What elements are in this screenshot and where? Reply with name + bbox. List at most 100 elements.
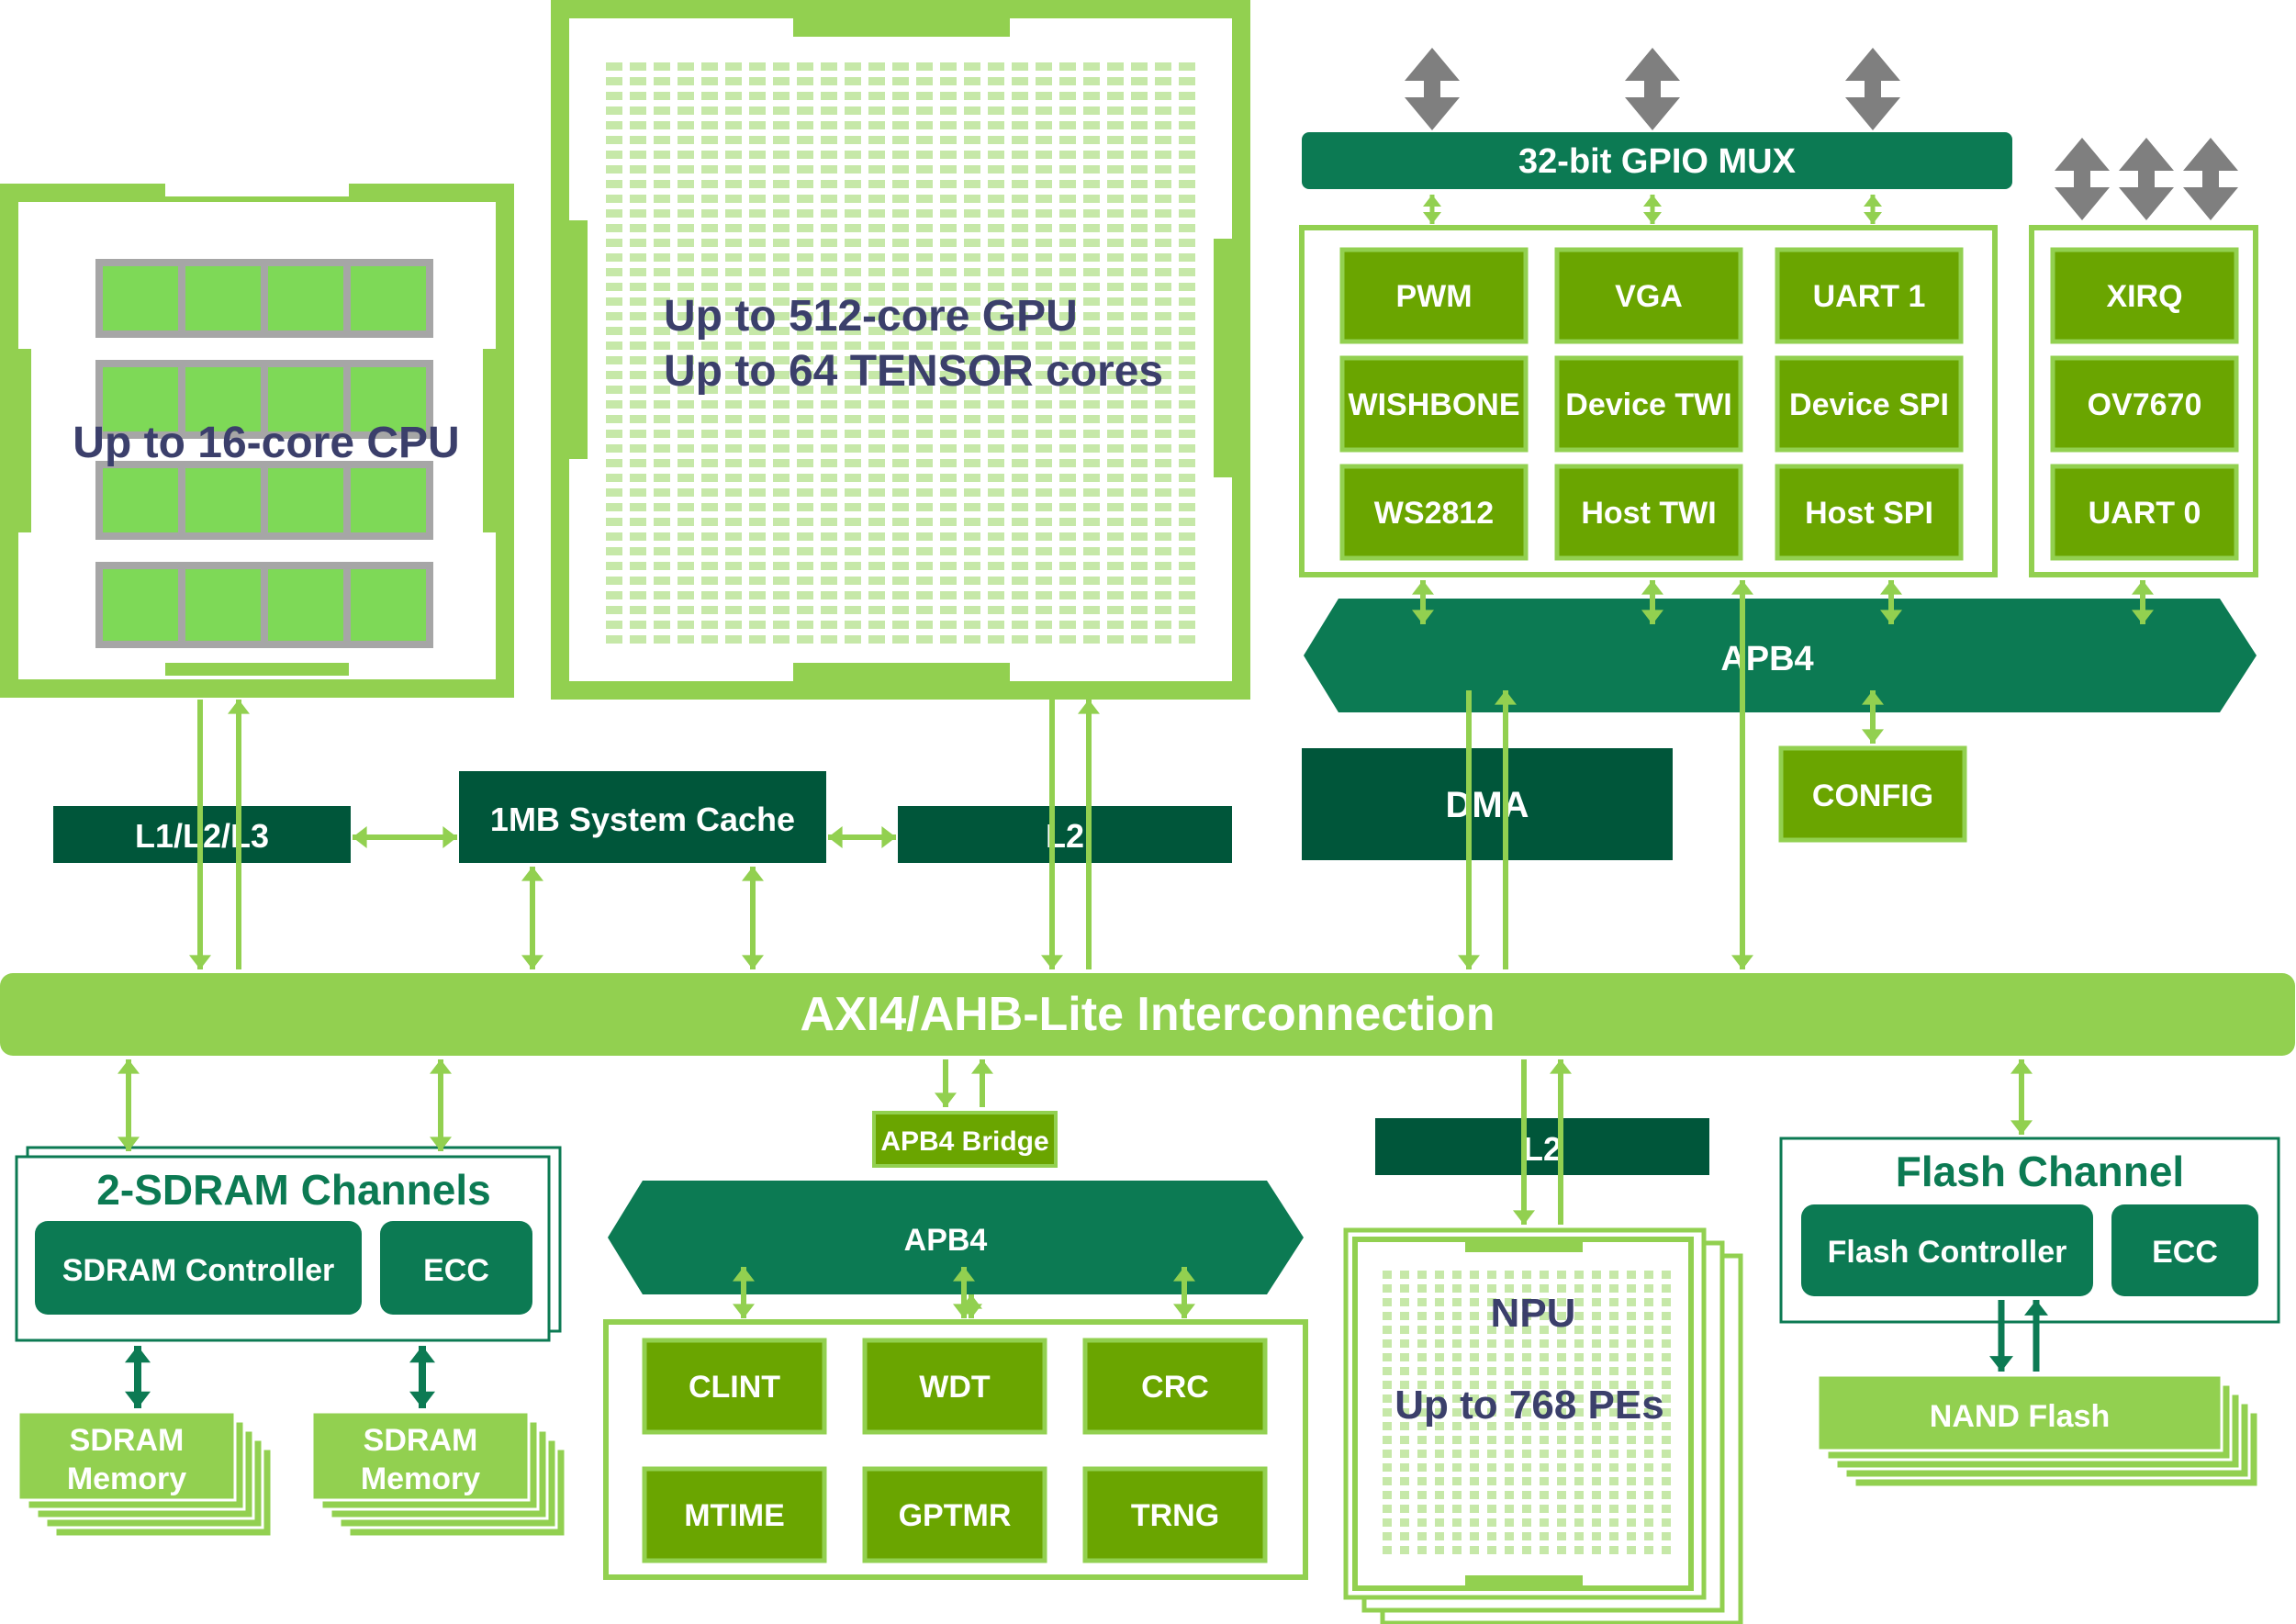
gpu-core: [773, 386, 790, 394]
gpu-core: [988, 474, 1004, 482]
gpu-core: [606, 62, 622, 71]
gpu-core: [1155, 621, 1171, 629]
gpu-core: [1131, 562, 1148, 570]
gpu-core: [940, 342, 957, 350]
npu-pe: [1557, 1298, 1566, 1306]
npu-pe: [1627, 1422, 1636, 1430]
npu-pe: [1435, 1436, 1444, 1444]
gpu-core: [678, 165, 694, 174]
gpu-core: [1131, 606, 1148, 614]
gpu-core: [725, 430, 742, 438]
gpu-core: [678, 239, 694, 247]
gpu-core: [630, 180, 646, 188]
peripheral-box: [1554, 355, 1743, 453]
peripheral-label: CLINT: [689, 1370, 780, 1405]
gpu-core: [1131, 342, 1148, 350]
npu-pe: [1609, 1312, 1618, 1320]
gpu-core: [1083, 92, 1100, 100]
gpu-core: [654, 356, 670, 364]
npu-pe: [1487, 1353, 1496, 1361]
flash-controller: [1801, 1204, 2093, 1296]
npu-pe: [1452, 1367, 1462, 1375]
gpu-core: [1179, 474, 1195, 482]
gpu-core: [916, 356, 933, 364]
npu-pe: [1592, 1477, 1601, 1485]
gpu-core: [1012, 591, 1028, 599]
npu-pe: [1609, 1518, 1618, 1527]
gpu-core: [916, 327, 933, 335]
gpu-core: [892, 327, 909, 335]
npu-pe: [1627, 1518, 1636, 1527]
gpu-core: [1131, 136, 1148, 144]
gpu-core: [773, 415, 790, 423]
gpu-core: [701, 165, 718, 174]
npu-pe: [1557, 1284, 1566, 1293]
npu-pe: [1417, 1491, 1427, 1499]
npu-pe: [1487, 1518, 1496, 1527]
gpu-core: [821, 151, 837, 159]
gpu-core: [1155, 136, 1171, 144]
gpu-core: [892, 268, 909, 276]
npu-pe: [1505, 1477, 1514, 1485]
gpu-core: [630, 253, 646, 262]
npu-pe: [1592, 1518, 1601, 1527]
gpu-core: [773, 430, 790, 438]
npu-pe: [1470, 1284, 1479, 1293]
npu-pe: [1452, 1463, 1462, 1472]
gpu-core: [940, 180, 957, 188]
gpu-core: [725, 547, 742, 555]
npu-pe: [1435, 1491, 1444, 1499]
gpu-core: [678, 503, 694, 511]
npu-pe: [1609, 1326, 1618, 1334]
gpu-core: [868, 400, 885, 409]
gpu-core: [916, 430, 933, 438]
gpu-core: [701, 591, 718, 599]
npu-pe: [1609, 1367, 1618, 1375]
gpu-core: [1083, 621, 1100, 629]
gpu-core: [1179, 386, 1195, 394]
gpu-core: [1155, 518, 1171, 526]
gpu-core: [1012, 165, 1028, 174]
gpu-block: Up to 512-core GPU Up to 64 TENSOR cores: [551, 0, 1250, 700]
gpu-core: [773, 297, 790, 306]
gpu-core: [1036, 136, 1052, 144]
gpu-core: [630, 106, 646, 115]
npu-pe: [1557, 1463, 1566, 1472]
gpu-core: [916, 518, 933, 526]
arrow-head: [1550, 1059, 1572, 1074]
gpu-core: [1036, 165, 1052, 174]
gpu-core: [1059, 268, 1076, 276]
gpu-core: [940, 547, 957, 555]
gpu-core: [1083, 224, 1100, 232]
npu-pe: [1452, 1339, 1462, 1348]
gpu-core: [701, 371, 718, 379]
gpu-core: [868, 195, 885, 203]
gpu-core: [1083, 342, 1100, 350]
gpu-core: [940, 386, 957, 394]
gpu-core: [988, 386, 1004, 394]
gpu-core: [821, 180, 837, 188]
gpu-core: [1036, 106, 1052, 115]
gpu-core: [773, 518, 790, 526]
npu-pe: [1487, 1505, 1496, 1513]
gpu-core: [940, 430, 957, 438]
cpu-core: [268, 468, 343, 532]
gpu-core: [821, 297, 837, 306]
npu-pe: [1383, 1532, 1392, 1540]
gpu-core: [892, 209, 909, 218]
gpu-core: [821, 327, 837, 335]
npu-pe: [1644, 1532, 1653, 1540]
cpu-core-grid: [95, 259, 433, 648]
gpu-core: [916, 62, 933, 71]
gpu-core: [678, 562, 694, 570]
gpu-core: [654, 532, 670, 541]
gpu-core: [821, 621, 837, 629]
gpu-core: [845, 209, 861, 218]
gpu-core: [940, 312, 957, 320]
gpu-core: [1155, 371, 1171, 379]
gpu-core: [797, 415, 813, 423]
gpu-core: [892, 400, 909, 409]
gpio-external-arrow-head: [2119, 138, 2174, 171]
gpu-core: [1012, 106, 1028, 115]
gpu-core: [1059, 444, 1076, 453]
